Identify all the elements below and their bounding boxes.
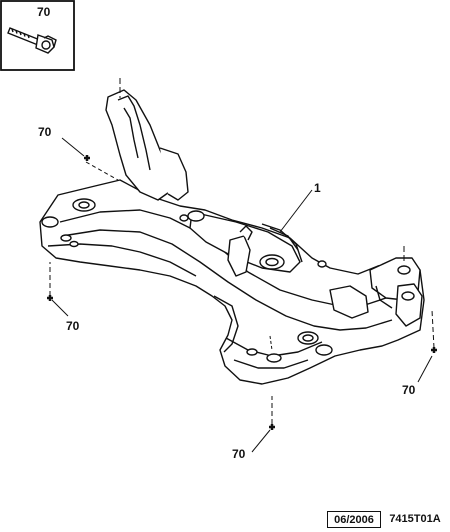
leader-lower-left [51, 299, 69, 317]
bolt-marker-bottom-center [269, 424, 275, 430]
leader-bottom-center [251, 429, 271, 453]
bolt-inset-panel: 70 [0, 0, 75, 71]
footer-date: 06/2006 [327, 511, 381, 528]
frame-callout: 1 [314, 181, 321, 195]
footer-reference: 7415T01A [389, 513, 441, 525]
mount-upper-left-callout: 70 [38, 125, 52, 139]
leader-front-right [417, 355, 433, 383]
mount-bottom-center-callout: 70 [232, 447, 246, 461]
bolt-marker-upper-left [84, 155, 90, 161]
bolt-icon [7, 27, 57, 54]
bolt-inset-callout: 70 [37, 5, 51, 19]
mount-front-right-callout: 70 [402, 383, 416, 397]
mount-lower-left-callout: 70 [66, 319, 80, 333]
bolt-marker-lower-left [47, 295, 53, 301]
front-subframe [39, 89, 425, 385]
bolt-marker-front-right [431, 347, 437, 353]
leader-frame [279, 189, 313, 233]
bolt-markers [47, 155, 437, 430]
leader-upper-left [61, 137, 85, 157]
leader-lines [49, 78, 435, 453]
